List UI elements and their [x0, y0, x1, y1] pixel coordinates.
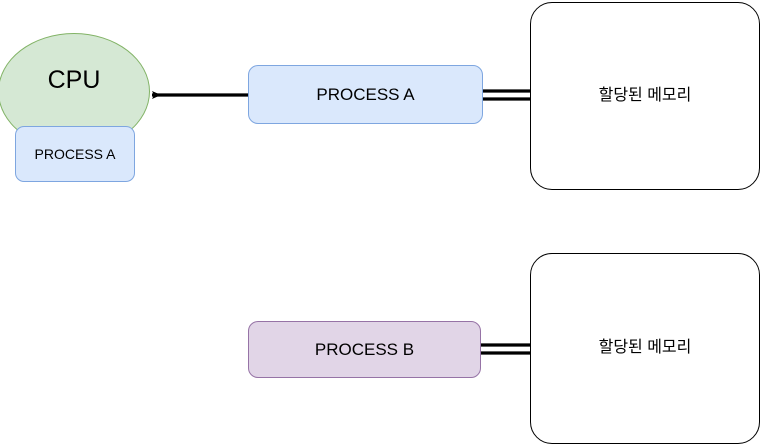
process-b-node[interactable]: PROCESS B	[248, 321, 481, 378]
cpu-label: CPU	[47, 66, 101, 95]
memory-a-label: 할당된 메모리	[598, 86, 692, 104]
memory-b-label: 할당된 메모리	[598, 339, 692, 357]
process-a-node[interactable]: PROCESS A	[248, 65, 483, 124]
process-a-to-memory-link	[483, 89, 531, 101]
process-a-label: PROCESS A	[316, 84, 415, 104]
cpu-running-process-label: PROCESS A	[34, 145, 116, 162]
memory-a-node[interactable]: 할당된 메모리	[530, 2, 760, 190]
memory-b-node[interactable]: 할당된 메모리	[530, 253, 760, 444]
cpu-running-process-node[interactable]: PROCESS A	[15, 126, 135, 182]
process-b-to-memory-link	[481, 343, 531, 355]
process-b-label: PROCESS B	[314, 339, 415, 359]
